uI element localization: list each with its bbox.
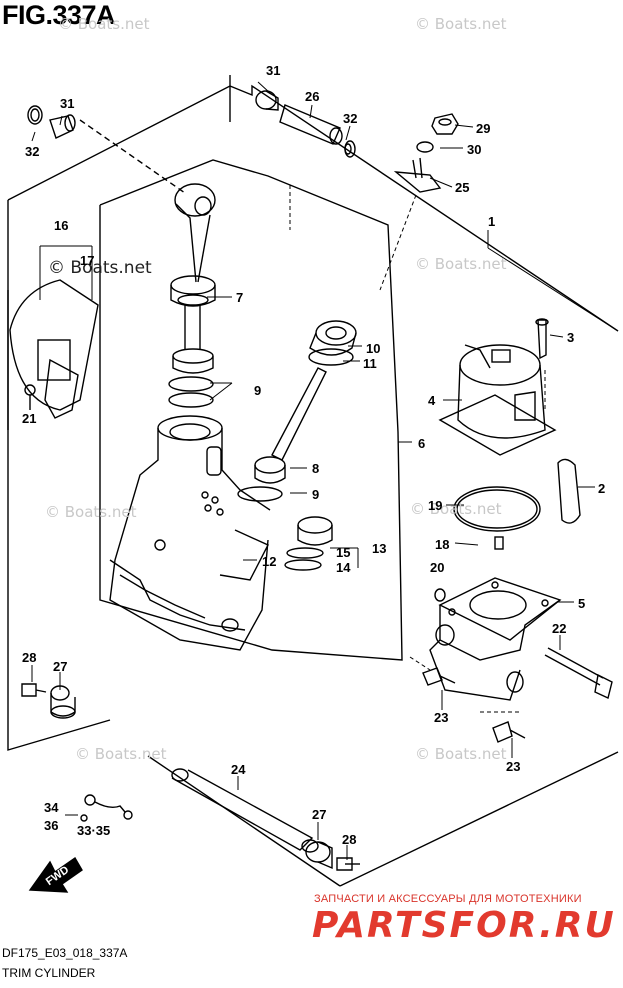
callout-31: 31: [266, 63, 281, 78]
o-ring-19-icon: [453, 458, 581, 550]
trim-motor-icon: [438, 318, 557, 456]
figure-caption: TRIM CYLINDER: [2, 966, 96, 980]
promo-logo: PARTSFOR.RU: [312, 905, 616, 946]
callout-20: 20: [430, 560, 445, 575]
callout-1: 1: [488, 214, 496, 229]
figure-code: DF175_E03_018_337A: [2, 946, 128, 960]
callout-30: 30: [467, 142, 482, 157]
valve-13-icon: [284, 516, 333, 571]
pin-26-icon: [255, 90, 356, 158]
callout-9: 9: [312, 487, 320, 502]
callout-23: 23: [506, 759, 521, 774]
callout-32: 32: [343, 111, 358, 126]
ground-wire-icon: [80, 794, 133, 822]
pump-body-icon: [429, 577, 562, 701]
assembly-frame: [7, 75, 619, 887]
callout-27: 27: [53, 659, 68, 674]
piston-rod-icon: [237, 320, 357, 502]
callout-28: 28: [342, 832, 357, 847]
callout-19: 19: [428, 498, 443, 513]
callout-9: 9: [254, 383, 262, 398]
bushing-27-icon: [21, 683, 76, 719]
callout-27: 27: [312, 807, 327, 822]
callout-13: 13: [372, 541, 387, 556]
promo-tagline: ЗАПЧАСТИ И АКСЕССУАРЫ ДЛЯ МОТОТЕХНИКИ: [314, 893, 582, 905]
callout-33-35: 33·35: [77, 823, 111, 838]
figure-title: FIG.337A: [2, 0, 116, 30]
fwd-arrow-icon: [28, 856, 83, 893]
bolt-22-icon: [422, 647, 613, 743]
callout-11: 11: [363, 356, 377, 371]
callout-18: 18: [435, 537, 450, 552]
callout-36: 36: [44, 818, 59, 833]
callout-22: 22: [552, 621, 567, 636]
callout-8: 8: [312, 461, 320, 476]
callout-4: 4: [428, 393, 436, 408]
watermark: © Boats.net: [415, 15, 507, 33]
callout-3: 3: [567, 330, 575, 345]
trim-rod-icon: [168, 183, 216, 408]
watermark: © Boats.net: [75, 745, 167, 763]
watermark: © Boats.net: [58, 15, 150, 33]
callout-15: 15: [336, 545, 351, 560]
watermark: © Boats.net: [45, 503, 137, 521]
callout-17: 17: [80, 253, 95, 268]
callout-5: 5: [578, 596, 586, 611]
callout-16: 16: [54, 218, 69, 233]
callout-7: 7: [236, 290, 244, 305]
callout-25: 25: [455, 180, 470, 195]
watermark: © Boats.net: [415, 255, 507, 273]
callout-29: 29: [476, 121, 491, 136]
callout-24: 24: [231, 762, 246, 777]
callout-14: 14: [336, 560, 351, 575]
callout-31: 31: [60, 96, 75, 111]
callout-34: 34: [44, 800, 59, 815]
pin-24-icon: [171, 768, 360, 871]
callout-28: 28: [22, 650, 37, 665]
fitting-25-29-30-icon: [393, 113, 459, 193]
callout-23: 23: [434, 710, 449, 725]
bushing-31-icon: [27, 105, 76, 139]
watermark: © Boats.net: [415, 745, 507, 763]
trim-cover-16-icon: [9, 279, 99, 419]
watermark-dark: © Boats.net: [48, 258, 152, 278]
callout-10: 10: [366, 341, 381, 356]
callout-21: 21: [22, 411, 37, 426]
watermark: © Boats.net: [410, 500, 502, 518]
callout-32: 32: [25, 144, 40, 159]
cylinder-body-icon: [109, 415, 271, 651]
callout-12: 12: [262, 554, 277, 569]
callout-2: 2: [598, 481, 606, 496]
callout-6: 6: [418, 436, 426, 451]
callout-26: 26: [305, 89, 320, 104]
